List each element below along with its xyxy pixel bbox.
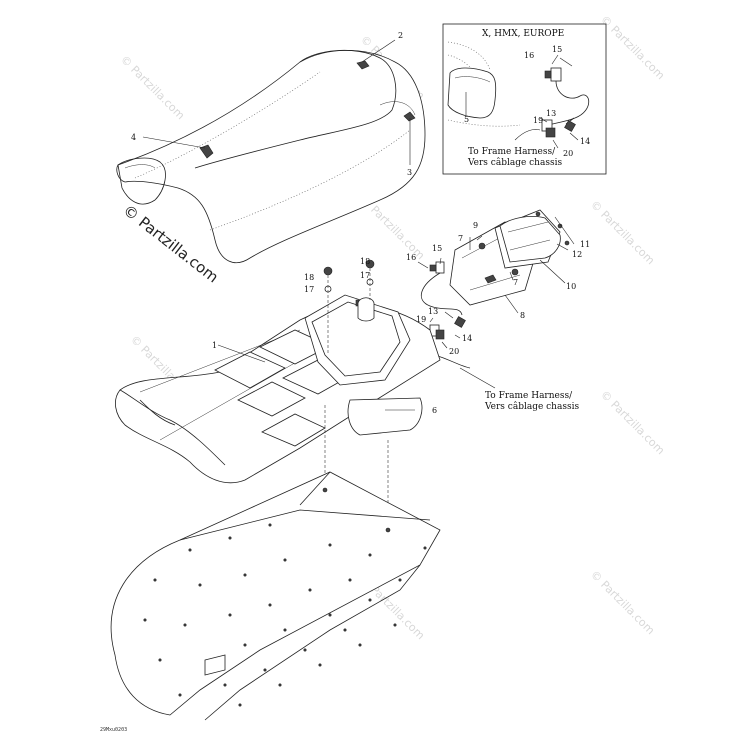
inset-harness-label-2: Vers câblage chassis	[467, 157, 562, 168]
tail-leaders	[417, 216, 575, 389]
part-number-8: 8	[520, 311, 525, 320]
part-number-15: 15	[432, 244, 442, 253]
part-number-6: 6	[432, 406, 437, 415]
main-harness-label-2: Vers câblage chassis	[484, 401, 579, 412]
part-number-13-inset: 13	[546, 109, 556, 118]
watermark: © Partzilla.com	[598, 13, 667, 82]
seat	[116, 49, 426, 263]
part-number-4: 4	[131, 133, 136, 142]
part-number-9: 9	[473, 221, 478, 230]
part-number-1: 1	[212, 341, 217, 350]
part-number-5: 5	[464, 115, 469, 124]
part-number-19-inset: 19	[533, 116, 543, 125]
watermark: © Partzilla.com	[598, 388, 667, 457]
seat-leaders	[142, 39, 411, 165]
part-number-18: 18	[360, 257, 370, 266]
part-number-16: 16	[406, 253, 416, 262]
main-harness-label-1: To Frame Harness/	[485, 391, 573, 401]
storage-tray	[115, 259, 441, 484]
frame-tunnel	[110, 471, 441, 721]
part-number-7: 7	[513, 278, 518, 287]
inset-box	[442, 23, 607, 175]
inset-harness-label-1: To Frame Harness/	[468, 147, 556, 157]
watermark: © Partzilla.com	[118, 53, 187, 122]
tail-light-assembly	[449, 209, 570, 306]
watermark: © Partzilla.com	[588, 198, 657, 267]
part-number-7: 7	[458, 234, 463, 243]
part-number-16-inset: 16	[524, 51, 534, 60]
watermark: © Partzilla.com	[588, 568, 657, 637]
inset-title: X, HMX, EUROPE	[482, 29, 564, 39]
part-number-20-inset: 20	[563, 149, 573, 158]
part-number-18: 18	[304, 273, 314, 282]
part-number-17: 17	[360, 271, 370, 280]
part-number-10: 10	[566, 282, 576, 291]
part-number-14-inset: 14	[580, 137, 590, 146]
part-number-15-inset: 15	[552, 45, 562, 54]
part-number-12: 12	[572, 250, 582, 259]
part-number-13: 13	[428, 307, 438, 316]
part-number-20: 20	[449, 347, 459, 356]
diagram-id: 29Mxu0203	[100, 727, 127, 733]
part-number-11: 11	[580, 240, 590, 249]
part-number-14: 14	[462, 334, 472, 343]
part-number-2: 2	[398, 31, 403, 40]
part-number-3: 3	[407, 168, 412, 177]
part-number-17: 17	[304, 285, 314, 294]
part-number-19: 19	[416, 315, 426, 324]
